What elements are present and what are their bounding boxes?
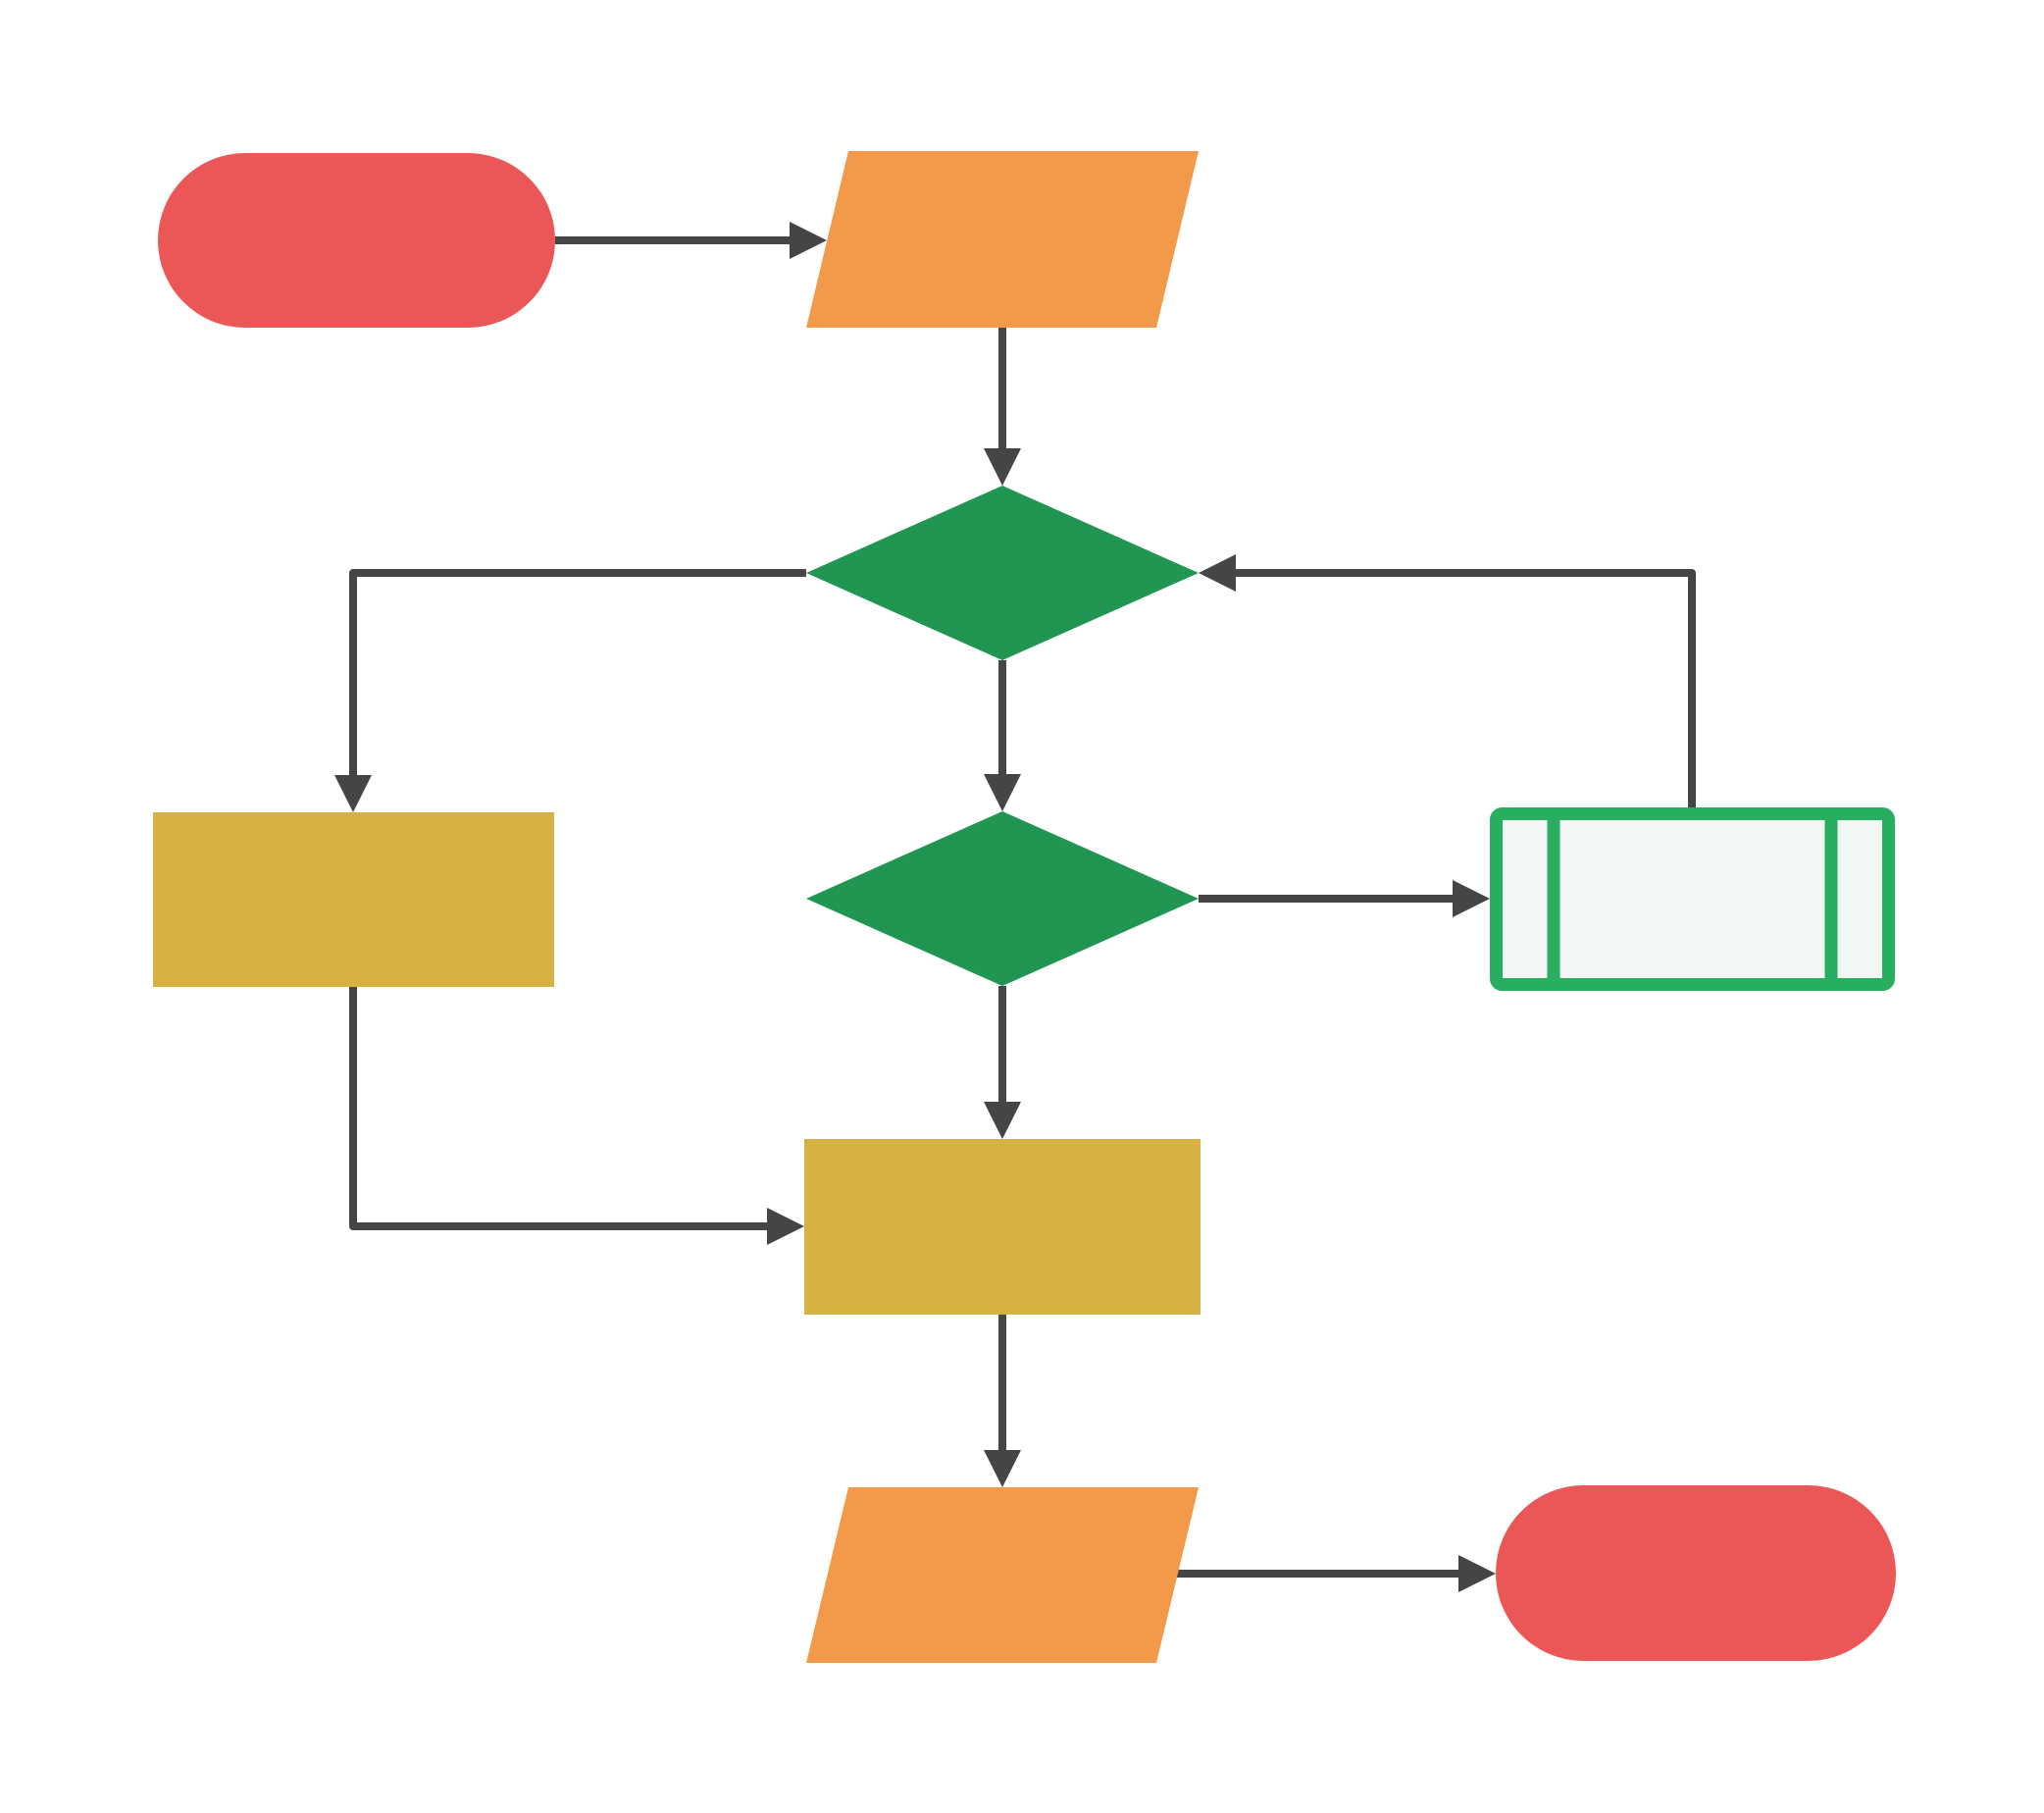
arrowhead-output-to-end — [1458, 1555, 1496, 1592]
arrowhead-input-to-decision1 — [984, 448, 1021, 486]
node-decision-2 — [806, 811, 1199, 986]
node-process-mid — [804, 1139, 1201, 1315]
arrowhead-decision1-to-process-left — [334, 775, 372, 812]
arrowhead-decision1-to-decision2 — [984, 774, 1021, 811]
connector-predefined-to-decision1 — [1233, 569, 1696, 807]
arrowhead-decision2-to-process-mid — [984, 1102, 1021, 1139]
node-decision-1 — [806, 486, 1199, 660]
connector-process-left-to-process-mid — [349, 987, 770, 1230]
node-predefined-process — [1490, 807, 1895, 991]
node-process-left — [153, 812, 554, 987]
arrowhead-decision2-to-predefined — [1453, 880, 1490, 917]
arrowhead-start-to-input — [790, 222, 827, 259]
node-input-data — [806, 151, 1199, 328]
arrowhead-process-mid-to-output — [984, 1450, 1021, 1487]
node-output-data — [806, 1487, 1199, 1663]
arrowhead-process-left-to-process-mid — [767, 1208, 804, 1245]
arrowhead-predefined-to-decision1 — [1199, 554, 1236, 592]
node-start-terminator — [158, 153, 555, 328]
connector-decision1-to-process-left — [349, 569, 806, 778]
node-end-terminator — [1496, 1485, 1896, 1661]
